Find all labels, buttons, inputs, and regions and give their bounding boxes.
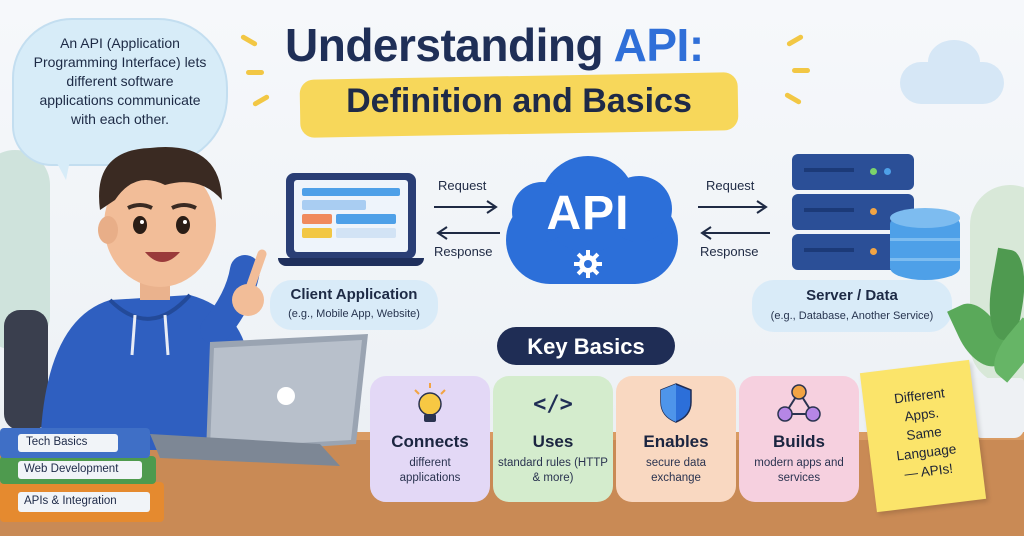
server-status-light — [884, 168, 891, 175]
user-laptop-illustration — [150, 334, 368, 466]
plant-pot — [972, 378, 1024, 438]
left-request-label: Request — [438, 178, 487, 193]
speech-bubble-text: An API (Application Programming Interfac… — [33, 35, 207, 127]
book-web-dev-label: Web Development — [24, 463, 119, 475]
title-api-highlight: API: — [613, 19, 705, 71]
server-slot — [804, 208, 854, 212]
database-top — [890, 208, 960, 228]
card-builds-desc: modern apps and services — [754, 457, 844, 484]
server-subtitle: (e.g., Database, Another Service) — [770, 310, 934, 322]
api-label: API — [546, 187, 630, 240]
api-cloud-bump — [606, 176, 672, 242]
book-web-dev-label-box — [18, 461, 142, 479]
server-status-light — [870, 168, 877, 175]
card-builds-title: Builds — [773, 432, 825, 451]
server-status-light — [870, 208, 877, 215]
server-slot — [804, 248, 854, 252]
client-screen-block — [336, 214, 396, 224]
sticky-note-text: Different Apps. Same Language — APIs! — [871, 381, 978, 487]
right-response-label: Response — [700, 244, 759, 259]
cloud-top-right-bump — [928, 40, 980, 84]
server-slot — [804, 168, 854, 172]
title-spark-icon — [792, 68, 810, 73]
card-uses — [493, 376, 613, 502]
network-icon — [777, 384, 821, 422]
left-request-arrow-icon — [434, 200, 498, 214]
client-laptop-base — [278, 258, 424, 266]
title-spark-icon — [783, 91, 803, 106]
database-ring — [890, 258, 960, 261]
speech-bubble-tail — [50, 150, 72, 180]
client-label-box — [270, 280, 438, 330]
title-spark-icon — [251, 93, 271, 108]
key-basics-heading-pill — [497, 327, 675, 365]
server-title: Server / Data — [806, 287, 898, 304]
client-screen-block — [302, 228, 332, 238]
right-request-arrow-icon — [698, 200, 768, 214]
client-title: Client Application — [290, 286, 418, 303]
key-basics-heading: Key Basics — [527, 334, 645, 359]
database-ring — [890, 238, 960, 241]
title-spark-icon — [785, 33, 805, 48]
title-prefix: Understanding — [285, 19, 614, 71]
book-apis-label-box — [18, 492, 150, 512]
shield-icon — [660, 383, 692, 423]
card-enables-desc: secure data exchange — [645, 457, 707, 484]
server-unit-icon — [792, 154, 914, 190]
client-screen-header-bar — [302, 188, 400, 196]
book-tech-basics-label-box — [18, 434, 118, 452]
page-title: Understanding API: — [285, 18, 704, 72]
client-screen-block — [302, 214, 332, 224]
card-connects-title: Connects — [391, 432, 469, 451]
right-request-label: Request — [706, 178, 755, 193]
book-apis-label: APIs & Integration — [24, 495, 117, 507]
developer-character-illustration — [4, 147, 267, 450]
lightbulb-icon — [414, 383, 446, 422]
client-subtitle: (e.g., Mobile App, Website) — [288, 308, 420, 320]
title-spark-icon — [239, 33, 259, 48]
card-uses-desc: standard rules (HTTP & more) — [498, 457, 608, 484]
server-label-box — [752, 280, 952, 332]
left-response-label: Response — [434, 244, 493, 259]
right-response-arrow-icon — [700, 226, 770, 240]
card-connects-desc: different applications — [399, 457, 461, 484]
book-tech-basics-label: Tech Basics — [26, 436, 88, 448]
api-cloud-bump — [512, 182, 572, 242]
card-enables-title: Enables — [643, 432, 709, 451]
client-screen-block — [302, 200, 366, 210]
server-status-light — [870, 248, 877, 255]
title-spark-icon — [246, 70, 264, 75]
card-uses-title: Uses — [532, 432, 574, 451]
page-subtitle: Definition and Basics — [346, 82, 692, 120]
gear-icon — [574, 250, 602, 278]
client-screen-block — [336, 228, 396, 238]
code-icon: </> — [533, 392, 573, 417]
left-response-arrow-icon — [436, 226, 500, 240]
